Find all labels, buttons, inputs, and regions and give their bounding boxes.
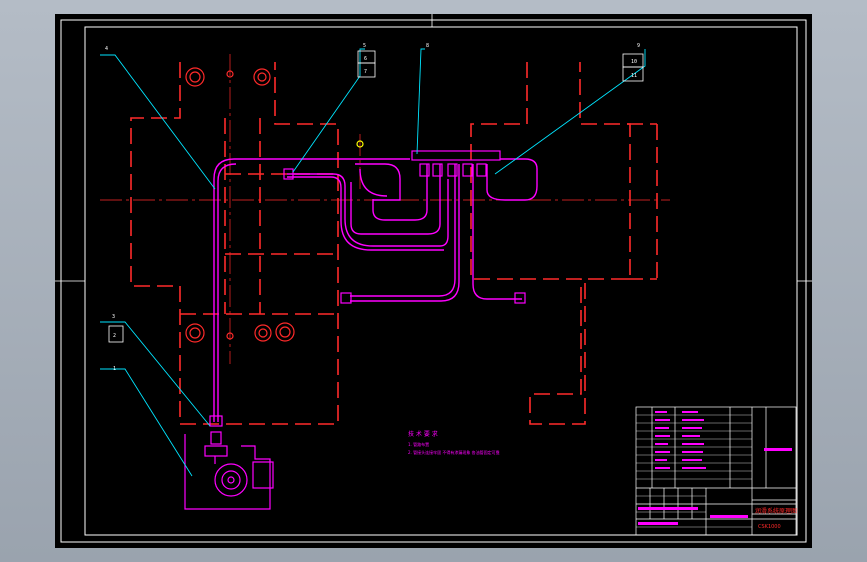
technical-notes: 技 术 要 求 1. 管路布置 2. 管接头连接牢固 不得有渗漏现象 各油管固定…	[408, 430, 500, 455]
callout-2-label: 2	[113, 333, 116, 339]
hole-circles	[185, 67, 364, 343]
callout-8-label: 8	[426, 43, 429, 49]
notes-title: 技 术 要 求	[408, 430, 438, 438]
pump-unit	[184, 434, 274, 510]
title-block-fill-marks	[638, 411, 792, 525]
drawing-sheet: 4 5 6 7 8 9 10 11 3 2 1 技 术 要 求 1. 管路布置 …	[55, 14, 812, 548]
callout-6-label: 6	[364, 56, 367, 62]
inner-frame	[84, 26, 798, 536]
callout-9-label: 9	[637, 43, 640, 49]
notes-line-2: 2. 管接头连接牢固 不得有渗漏现象 各油管固定可靠	[408, 449, 500, 455]
callout-1-label: 4	[105, 46, 108, 52]
callout-labels: 4 5 6 7 8 9 10 11 3 2 1	[105, 43, 640, 372]
callout-3-label: 3	[112, 314, 115, 320]
machine-layout-outline	[130, 62, 658, 425]
lubrication-pipes	[213, 150, 538, 422]
cad-drawing: 4 5 6 7 8 9 10 11 3 2 1 技 术 要 求 1. 管路布置 …	[55, 14, 812, 543]
leader-lines	[100, 48, 646, 477]
pipe-fittings	[209, 163, 526, 445]
callout-11-label: 11	[631, 73, 637, 79]
callout-boxes	[108, 50, 644, 343]
callout-10-label: 10	[631, 59, 637, 65]
title-block-rows	[636, 414, 752, 528]
outer-frame	[60, 19, 807, 543]
drawing-number: CSK1000	[758, 524, 781, 530]
callout-5-label: 5	[363, 43, 366, 49]
drawing-name: 润滑系统原理图	[755, 507, 797, 515]
callout-1b-label: 1	[113, 366, 116, 372]
callout-7-label: 7	[364, 69, 367, 75]
notes-line-1: 1. 管路布置	[408, 441, 429, 447]
